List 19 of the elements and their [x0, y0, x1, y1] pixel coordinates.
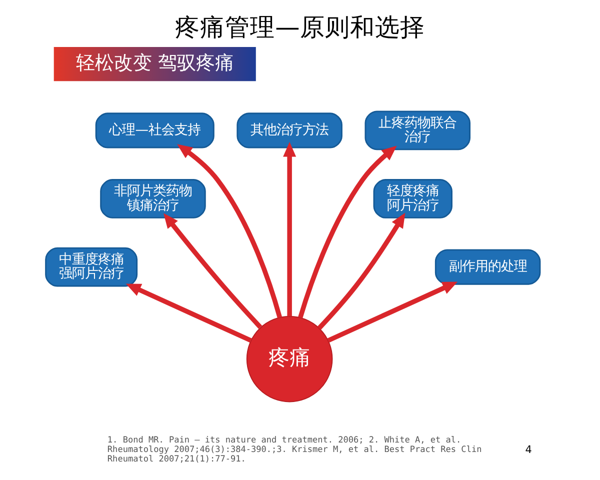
diagram-title: 疼痛管理—原则和选择 — [175, 12, 425, 42]
arrow — [164, 213, 262, 329]
node-box: 止疼药物联合治疗 — [364, 110, 470, 150]
label: 1. Bond MR. Pain – its nature and treatment. 2006; 2. White A, et al. Rheumatology 2007;46(3):384-390.;3. Krismer M, et al. Best Pract Res Clin Rheumatol 2007;21(1):77-91. — [107, 436, 482, 465]
arrow — [317, 212, 406, 330]
node-circle: 疼痛 — [246, 316, 333, 402]
node-box: 中重度疼痛强阿片治疗 — [45, 247, 138, 287]
label: 4 — [525, 444, 532, 456]
arrow — [177, 144, 282, 318]
arrow — [126, 284, 252, 343]
node-box: 其他治疗方法 — [236, 112, 342, 148]
node-box: 轻度疼痛阿片治疗 — [373, 179, 452, 218]
arrow — [298, 146, 397, 318]
arrow — [283, 142, 296, 316]
node-box: 副作用的处理 — [434, 249, 541, 285]
node-box: 非阿片类药物镇痛治疗 — [100, 179, 206, 218]
arrow — [327, 282, 458, 343]
label: 轻松改变 驾驭疼痛 — [76, 52, 234, 74]
node-box: 心理—社会支持 — [95, 112, 214, 148]
